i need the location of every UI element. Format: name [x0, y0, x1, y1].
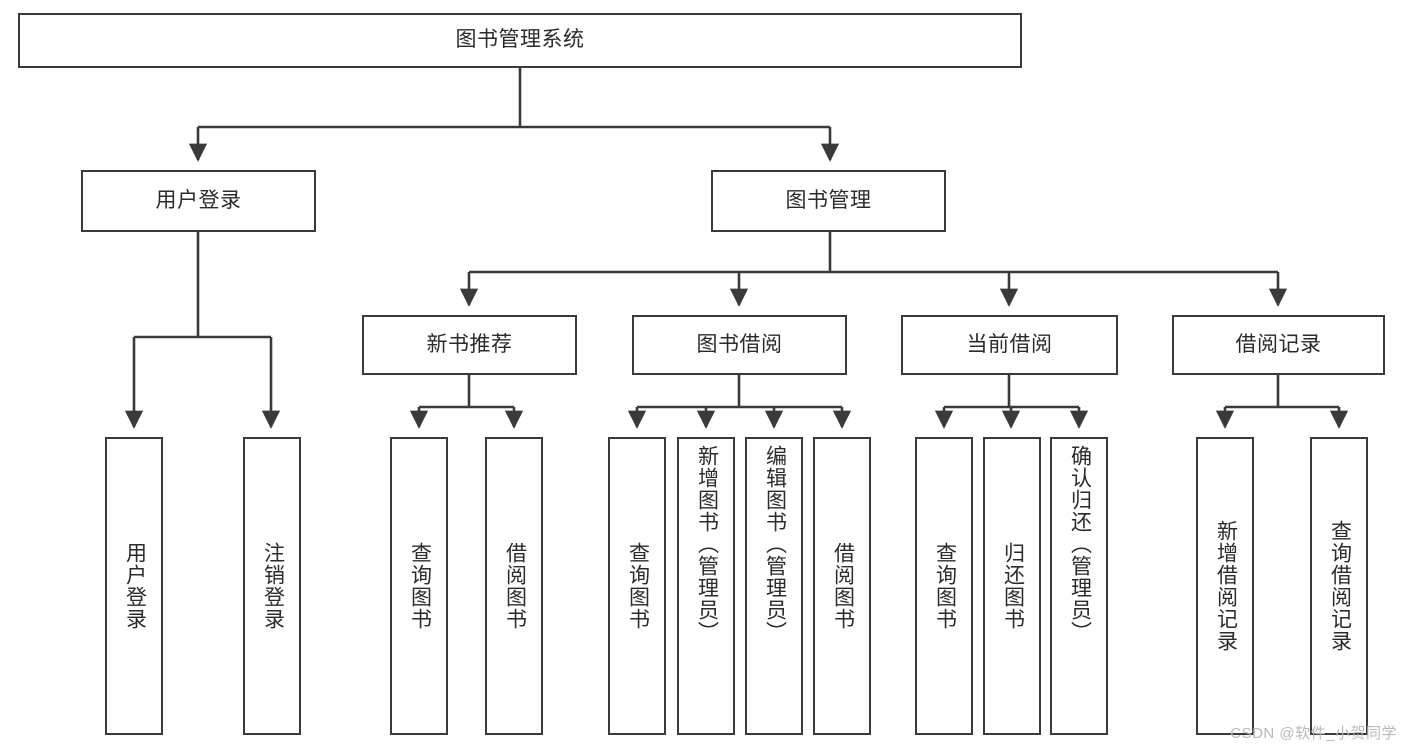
node-leaf-edit-book[interactable]: 编辑图书（管理员）: [745, 437, 803, 735]
node-book-manage-label: 图书管理: [785, 188, 872, 212]
node-root-label: 图书管理系统: [455, 28, 585, 52]
node-user-login-label: 用户登录: [155, 188, 242, 212]
node-leaf-borrow-book-1[interactable]: 借阅图书: [485, 437, 543, 735]
node-book-borrow-label: 图书借阅: [696, 332, 783, 356]
node-leaf-borrow-book-2-label: 借阅图书: [831, 542, 855, 630]
node-leaf-add-book-label: 新增图书（管理员）: [695, 445, 719, 643]
node-leaf-return-book-label: 归还图书: [1001, 542, 1025, 630]
node-book-manage[interactable]: 图书管理: [711, 170, 946, 232]
node-leaf-add-book[interactable]: 新增图书（管理员）: [677, 437, 735, 735]
node-leaf-edit-book-label: 编辑图书（管理员）: [763, 445, 787, 643]
node-leaf-query-record-label: 查询借阅记录: [1328, 520, 1352, 652]
node-leaf-user-login[interactable]: 用户登录: [105, 437, 163, 735]
node-current-borrow-label: 当前借阅: [966, 332, 1053, 356]
node-leaf-query-book-2[interactable]: 查询图书: [608, 437, 666, 735]
node-leaf-query-book-3[interactable]: 查询图书: [915, 437, 973, 735]
node-borrow-record-label: 借阅记录: [1235, 332, 1322, 356]
node-leaf-query-book-1-label: 查询图书: [408, 542, 432, 630]
node-new-book-recommend-label: 新书推荐: [426, 332, 513, 356]
node-leaf-query-book-2-label: 查询图书: [626, 542, 650, 630]
node-leaf-add-record-label: 新增借阅记录: [1214, 520, 1238, 652]
node-borrow-record[interactable]: 借阅记录: [1172, 315, 1385, 375]
node-leaf-borrow-book-2[interactable]: 借阅图书: [813, 437, 871, 735]
node-leaf-user-logout[interactable]: 注销登录: [243, 437, 301, 735]
node-leaf-user-login-label: 用户登录: [123, 542, 147, 630]
node-leaf-add-record[interactable]: 新增借阅记录: [1196, 437, 1254, 735]
node-user-login[interactable]: 用户登录: [81, 170, 316, 232]
node-leaf-confirm-return-label: 确认归还（管理员）: [1068, 445, 1092, 643]
node-current-borrow[interactable]: 当前借阅: [901, 315, 1118, 375]
node-leaf-return-book[interactable]: 归还图书: [983, 437, 1041, 735]
node-root[interactable]: 图书管理系统: [18, 13, 1022, 68]
node-leaf-confirm-return[interactable]: 确认归还（管理员）: [1050, 437, 1108, 735]
node-leaf-user-logout-label: 注销登录: [261, 542, 285, 630]
node-leaf-query-book-1[interactable]: 查询图书: [390, 437, 448, 735]
csdn-watermark: CSDN @软件_小贺同学: [1230, 725, 1397, 742]
node-leaf-query-book-3-label: 查询图书: [933, 542, 957, 630]
node-book-borrow[interactable]: 图书借阅: [632, 315, 847, 375]
node-leaf-borrow-book-1-label: 借阅图书: [503, 542, 527, 630]
node-leaf-query-record[interactable]: 查询借阅记录: [1310, 437, 1368, 735]
node-new-book-recommend[interactable]: 新书推荐: [362, 315, 577, 375]
